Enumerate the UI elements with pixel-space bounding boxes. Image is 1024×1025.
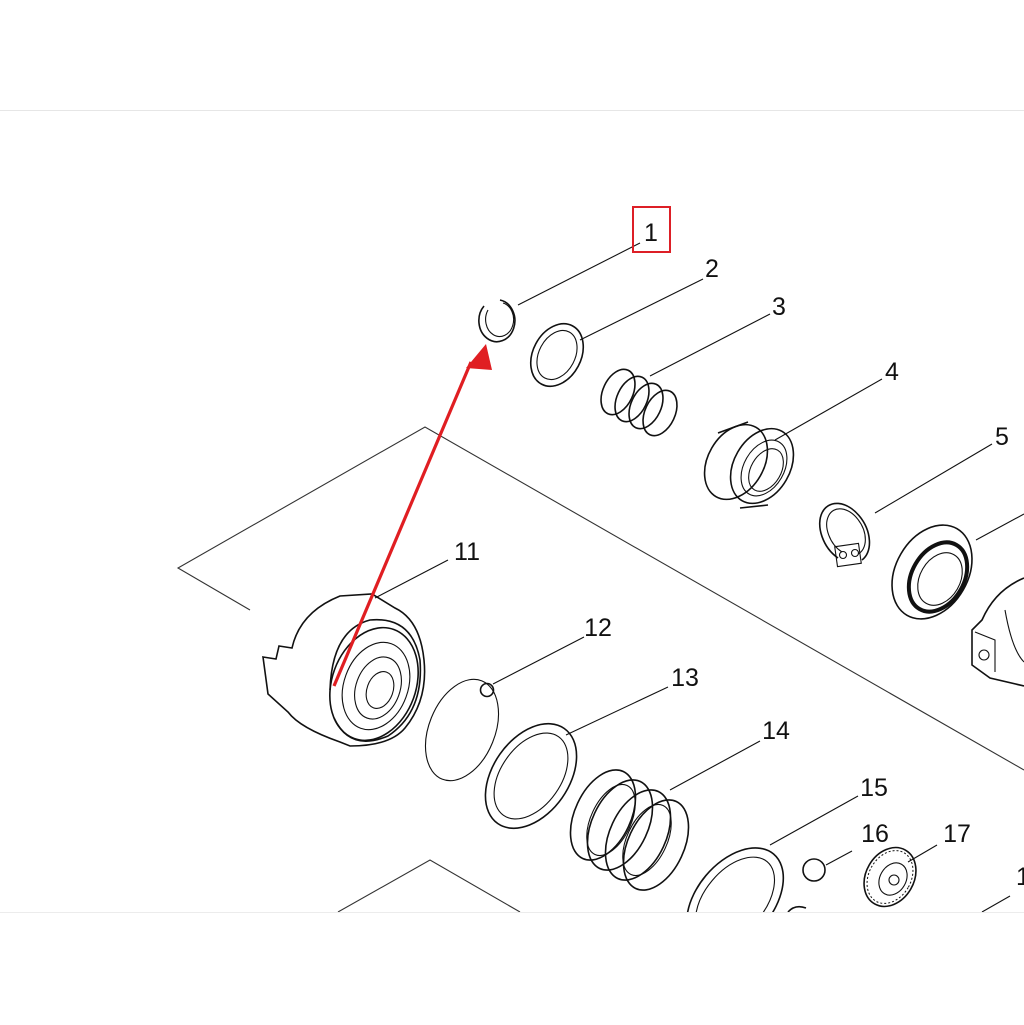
part-16-ball[interactable] <box>802 858 826 882</box>
part-7-housing[interactable] <box>971 577 1024 687</box>
callout-numbers: 1 2 3 4 5 11 12 13 14 15 16 17 1 <box>454 206 1024 891</box>
part-2-washer[interactable] <box>520 315 593 396</box>
callout-17[interactable]: 17 <box>943 820 971 848</box>
callout-1-highlight-box <box>632 206 671 253</box>
part-4-bushing[interactable] <box>692 413 806 514</box>
part-13-washer[interactable] <box>467 707 596 846</box>
callout-partial[interactable]: 1 <box>1016 863 1024 891</box>
callout-13[interactable]: 13 <box>671 664 699 692</box>
part-3-spring[interactable] <box>594 364 683 441</box>
callout-14[interactable]: 14 <box>762 717 790 745</box>
part-6-bearing[interactable] <box>876 511 988 634</box>
partial-part-bottom <box>787 905 807 912</box>
callout-2[interactable]: 2 <box>705 255 719 283</box>
part-15-washer[interactable] <box>667 830 802 912</box>
part-5-circlip[interactable] <box>818 502 871 568</box>
top-toolbar <box>0 0 1024 111</box>
callout-11[interactable]: 11 <box>454 538 480 566</box>
exploded-parts-diagram: 1 2 3 4 5 11 12 13 14 15 16 17 1 <box>176 206 1024 912</box>
part-11-drum[interactable] <box>262 593 433 753</box>
assembly-frame-lines <box>176 426 1024 912</box>
part-12-o-ring[interactable] <box>412 668 513 791</box>
bottom-panel <box>0 912 1024 1025</box>
callout-12[interactable]: 12 <box>584 614 612 642</box>
diagram-viewer[interactable]: 1 2 3 4 5 11 12 13 14 15 16 17 1 <box>0 111 1024 912</box>
callout-4[interactable]: 4 <box>885 358 899 386</box>
leader-lines <box>374 242 1024 866</box>
callout-15[interactable]: 15 <box>860 774 888 802</box>
partial-leader-right <box>981 895 1011 912</box>
part-1-retaining-ring[interactable] <box>478 299 516 343</box>
callout-1[interactable]: 1 <box>644 219 658 247</box>
part-17-knurled-nut[interactable] <box>854 838 927 912</box>
part-14-spring[interactable] <box>557 760 701 901</box>
callout-5[interactable]: 5 <box>995 423 1009 451</box>
callout-16[interactable]: 16 <box>861 820 889 848</box>
callout-3[interactable]: 3 <box>772 293 786 321</box>
red-pointer-arrow <box>332 344 492 687</box>
